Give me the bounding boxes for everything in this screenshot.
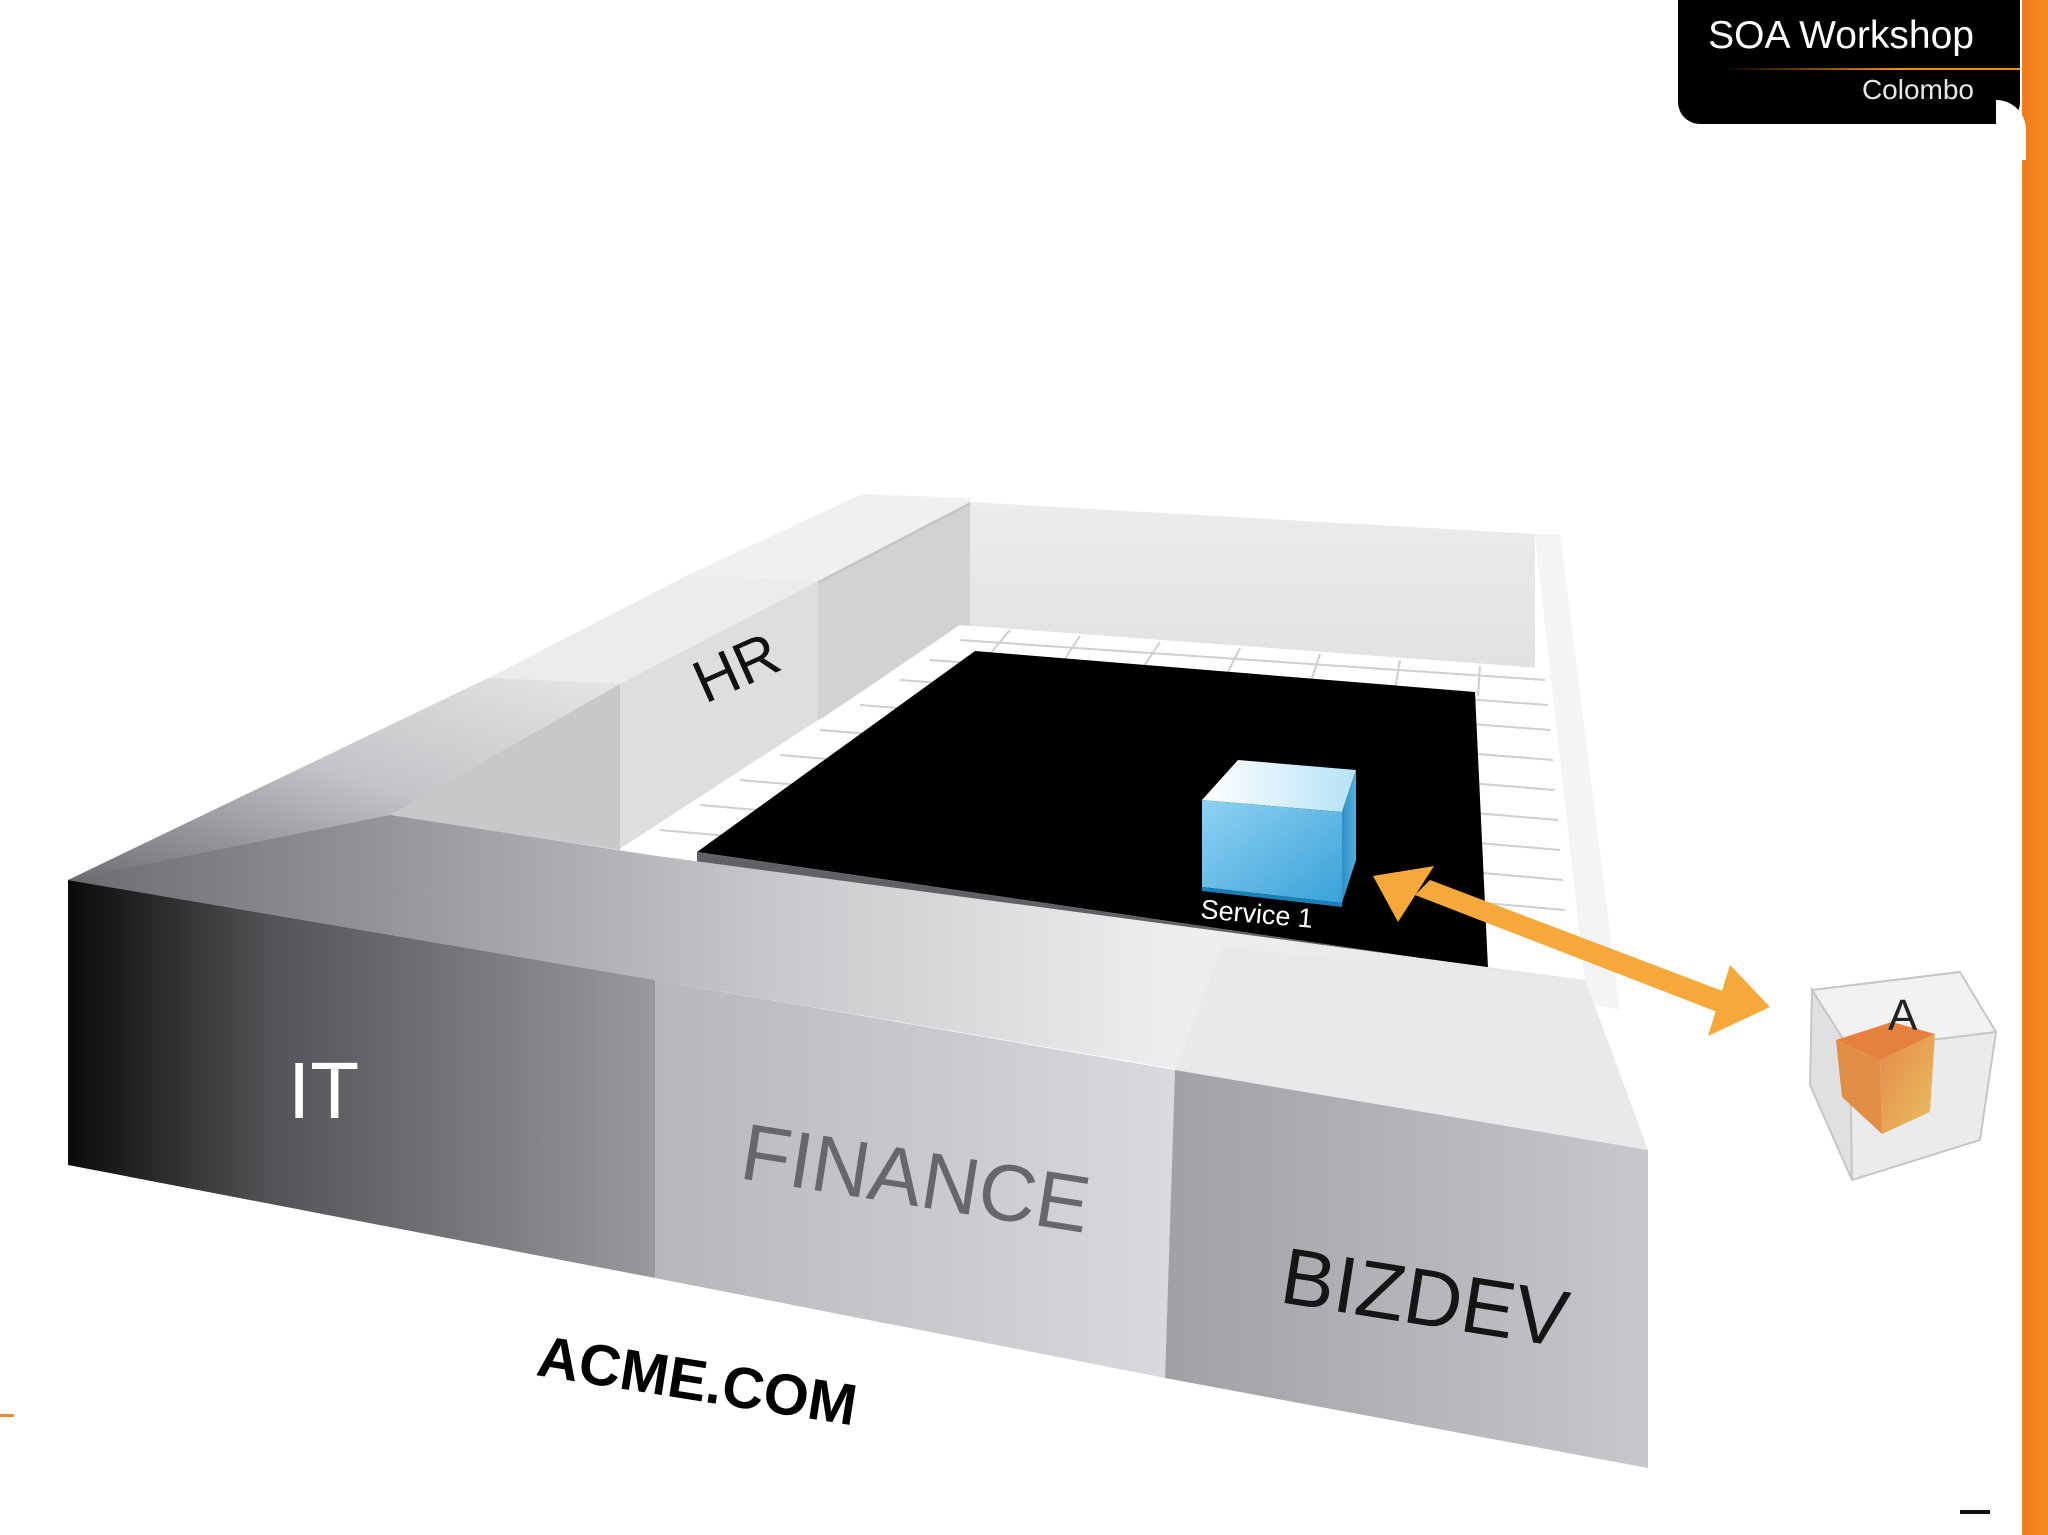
back-wall-top-strip bbox=[690, 494, 970, 581]
header-divider bbox=[1722, 68, 2020, 70]
service-cube-icon[interactable] bbox=[1202, 760, 1356, 907]
bizdev-face bbox=[1165, 1070, 1648, 1468]
orange-edge-bar bbox=[2022, 0, 2048, 1535]
left-wall-top bbox=[68, 678, 650, 880]
left-wall-inner bbox=[390, 678, 620, 850]
hr-block-side bbox=[818, 502, 970, 584]
right-wall-top bbox=[1535, 534, 1620, 1010]
bottom-corner-mark bbox=[1960, 1510, 1990, 1514]
finance-face bbox=[655, 980, 1175, 1378]
hr-block-front bbox=[618, 581, 818, 850]
organization-label: ACME.COM bbox=[533, 1324, 861, 1439]
hr-block-top bbox=[488, 574, 818, 684]
consumer-cube-icon[interactable] bbox=[1808, 970, 1998, 1182]
consumer-label: A bbox=[1888, 991, 1918, 1040]
header-title: SOA Workshop bbox=[1708, 14, 1974, 57]
it-face bbox=[68, 880, 655, 1278]
bizdev-top bbox=[1175, 948, 1648, 1150]
it-label: IT bbox=[288, 1046, 359, 1135]
header-subtitle: Colombo bbox=[1861, 74, 1974, 105]
double-arrow-icon bbox=[1373, 866, 1770, 1036]
header-badge: SOA Workshop Colombo bbox=[1678, 0, 2020, 124]
left-accent-tick bbox=[0, 1414, 14, 1417]
